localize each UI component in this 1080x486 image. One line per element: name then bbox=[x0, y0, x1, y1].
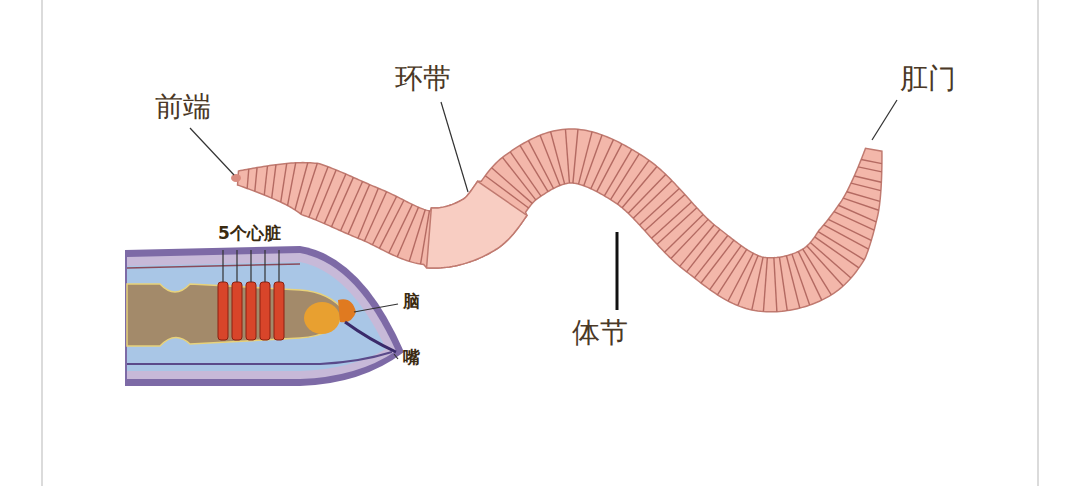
heart bbox=[232, 282, 242, 340]
slide-border bbox=[41, 0, 43, 486]
part-label: 环带 bbox=[395, 64, 451, 95]
body-segment-ring bbox=[397, 207, 418, 257]
worm-centerline bbox=[238, 148, 874, 285]
body-segment-ring bbox=[597, 144, 622, 192]
body-segment-ring bbox=[851, 183, 881, 191]
part-label: 5个心脏 bbox=[218, 224, 281, 243]
body-segment-ring bbox=[309, 167, 328, 217]
body-segment-ring bbox=[640, 188, 680, 225]
body-segment-ring bbox=[528, 141, 553, 189]
body-segment-ring bbox=[379, 200, 404, 248]
prostomium bbox=[231, 174, 241, 182]
body-segment-ring bbox=[818, 232, 864, 260]
leader-line bbox=[222, 250, 223, 282]
body-segment-ring bbox=[803, 249, 832, 295]
body-segment-ring bbox=[834, 212, 874, 230]
part-label: 嘴 bbox=[403, 348, 420, 367]
body-segment-ring bbox=[858, 167, 882, 172]
leader-lines bbox=[190, 100, 897, 359]
blood-vessel bbox=[127, 264, 300, 268]
body-segment-ring bbox=[324, 174, 345, 224]
part-label: 脑 bbox=[403, 292, 420, 311]
body-segment-ring bbox=[341, 181, 363, 230]
leader-line bbox=[190, 128, 234, 175]
body-segment-ring bbox=[752, 257, 763, 310]
leader-line bbox=[616, 232, 619, 310]
body-segment-ring bbox=[652, 202, 692, 238]
head-section bbox=[125, 246, 404, 386]
clitellum bbox=[427, 181, 527, 268]
heart bbox=[246, 282, 256, 340]
body-segment-ring bbox=[551, 132, 565, 184]
body-segment-ring bbox=[792, 254, 810, 305]
body-segment-ring bbox=[358, 188, 378, 238]
body-segment-ring bbox=[774, 258, 777, 312]
body-segment-ring bbox=[584, 135, 602, 186]
slide-border bbox=[1037, 0, 1039, 486]
body-segment-ring bbox=[264, 166, 267, 195]
part-label: 前端 bbox=[155, 92, 211, 123]
section-cavity bbox=[127, 262, 386, 371]
body-segment-ring bbox=[255, 168, 257, 192]
part-label: 体节 bbox=[572, 318, 628, 349]
nerve-cord bbox=[127, 352, 392, 364]
leader-line bbox=[278, 250, 279, 282]
body-segment-ring bbox=[847, 192, 880, 202]
body-segment-ring bbox=[331, 177, 353, 226]
heart bbox=[274, 282, 284, 340]
body-segment-ring bbox=[421, 211, 430, 264]
body-segment-ring bbox=[295, 163, 308, 210]
body-segment-ring bbox=[763, 258, 767, 312]
section-wall bbox=[127, 253, 396, 379]
body-segment-ring bbox=[779, 257, 787, 310]
body-segment-ring bbox=[316, 170, 336, 220]
body-segment-ring bbox=[861, 160, 882, 164]
brain bbox=[338, 299, 356, 322]
mouth-canal bbox=[345, 322, 396, 352]
leader-line bbox=[354, 304, 398, 312]
body-segment-ring bbox=[540, 135, 560, 185]
body-segment-ring bbox=[510, 152, 541, 196]
section-outline bbox=[125, 246, 404, 386]
leader-line bbox=[250, 250, 251, 282]
leader-line bbox=[441, 102, 468, 192]
body-segment-ring bbox=[786, 256, 799, 308]
pharynx bbox=[304, 302, 340, 334]
body-segment-ring bbox=[288, 163, 296, 206]
leader-line bbox=[264, 250, 265, 282]
heart bbox=[260, 282, 270, 340]
part-label: 肛门 bbox=[900, 64, 956, 95]
leader-line bbox=[236, 250, 237, 282]
body-segment-ring bbox=[573, 129, 578, 183]
body-segment-ring bbox=[854, 176, 881, 182]
body-segment-ring bbox=[628, 174, 665, 213]
body-segment-ring bbox=[717, 249, 746, 294]
body-segment-ring bbox=[247, 169, 249, 188]
leader-line bbox=[872, 100, 897, 140]
body-segment-ring bbox=[364, 192, 386, 241]
body-segment-ring bbox=[492, 168, 533, 204]
body-segment-ring bbox=[272, 165, 276, 198]
body-segment-ring bbox=[665, 214, 704, 252]
body-segment-ring bbox=[301, 163, 318, 214]
body-segment-ring bbox=[565, 129, 569, 183]
body-segment-ring bbox=[579, 132, 592, 184]
heart bbox=[218, 282, 228, 340]
body-segment-ring bbox=[348, 185, 370, 235]
body-segment-ring bbox=[828, 219, 871, 240]
leader-line bbox=[394, 354, 398, 359]
body-segment-ring bbox=[281, 163, 287, 202]
